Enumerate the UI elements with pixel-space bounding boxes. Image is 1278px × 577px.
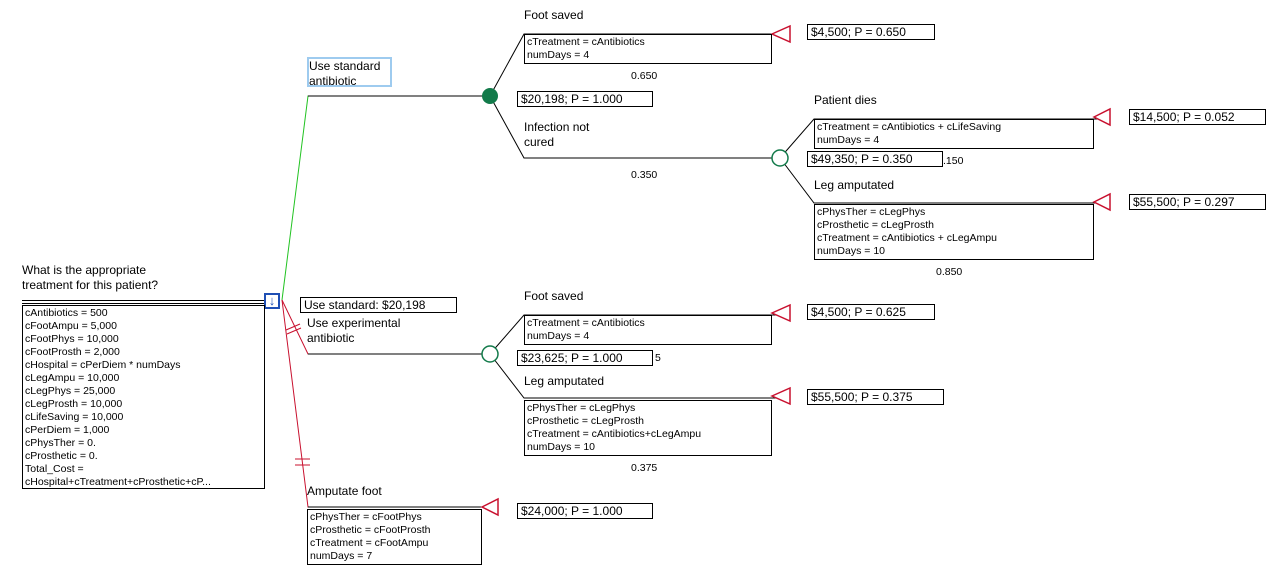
result-exp-foot-saved: $4,500; P = 0.625 [807, 304, 935, 320]
result-standard: $20,198; P = 1.000 [517, 91, 653, 107]
result-overlap-not-cured: .150 [943, 155, 964, 167]
branch-label-standard[interactable]: Use standard antibiotic [307, 57, 392, 88]
decision-node[interactable]: ↓ [264, 293, 280, 309]
prune-mark [285, 323, 301, 331]
result-experimental: $23,625; P = 1.000 [517, 350, 653, 366]
label-exp-leg-amputated[interactable]: Leg amputated [524, 374, 605, 388]
root-question: What is the appropriate treatment for th… [22, 263, 159, 292]
variable-row: cAntibiotics = 500 [25, 307, 108, 319]
defs-exp-leg-amputated: cPhysTher = cLegPhys cProsthetic = cLegP… [524, 400, 772, 456]
terminal-node-exp-foot-saved [770, 303, 791, 323]
defs-patient-dies: cTreatment = cAntibiotics + cLifeSaving … [814, 119, 1094, 149]
defs-amputate: cPhysTher = cFootPhys cProsthetic = cFoo… [307, 509, 482, 565]
variable-row: cLegPhys = 25,000 [25, 385, 116, 397]
variable-row: cLegProsth = 10,000 [25, 398, 123, 410]
chance-node-standard [482, 88, 498, 104]
variable-row: cFootProsth = 2,000 [25, 346, 120, 358]
prob-std-leg-amputated: 0.850 [936, 266, 963, 278]
result-patient-dies: $14,500; P = 0.052 [1129, 109, 1266, 125]
chance-node-experimental [481, 345, 499, 363]
terminal-node-exp-leg-amputated [770, 386, 791, 406]
defs-std-leg-amputated: cPhysTher = cLegPhys cProsthetic = cLegP… [814, 204, 1094, 260]
label-not-cured[interactable]: Infection not cured [524, 120, 590, 149]
down-arrow-icon: ↓ [268, 293, 276, 308]
result-overlap-experimental: 5 [655, 352, 661, 364]
prob-not-cured: 0.350 [631, 169, 658, 181]
variable-row: cLifeSaving = 10,000 [25, 411, 124, 423]
result-std-leg-amputated: $55,500; P = 0.297 [1129, 194, 1266, 210]
result-exp-leg-amputated: $55,500; P = 0.375 [807, 389, 944, 405]
prob-exp-leg-amputated: 0.375 [631, 462, 658, 474]
label-std-leg-amputated[interactable]: Leg amputated [814, 178, 895, 192]
branch-label-amputate[interactable]: Amputate foot [307, 484, 382, 498]
variable-row: cPerDiem = 1,000 [25, 424, 110, 436]
terminal-node-patient-dies [1092, 107, 1111, 127]
variable-row: cFootAmpu = 5,000 [25, 320, 117, 332]
variable-row: cProsthetic = 0. [25, 450, 98, 462]
variable-row: cPhysTher = 0. [25, 437, 96, 449]
label-exp-foot-saved[interactable]: Foot saved [524, 289, 584, 303]
branch-label-experimental[interactable]: Use experimental antibiotic [307, 316, 401, 345]
branch-standard-line [281, 95, 490, 301]
result-not-cured: $49,350; P = 0.350 [807, 151, 943, 167]
variable-row: cHospital+cTreatment+cProsthetic+cP... [25, 476, 211, 488]
variable-row: Total_Cost = [25, 463, 84, 475]
variable-row: cLegAmpu = 10,000 [25, 372, 120, 384]
defs-exp-foot-saved: cTreatment = cAntibiotics numDays = 4 [524, 315, 772, 345]
decision-result: Use standard: $20,198 [300, 297, 457, 313]
chance-node-not-cured [771, 149, 789, 167]
variable-row: cHospital = cPerDiem * numDays [25, 359, 181, 371]
defs-std-foot-saved: cTreatment = cAntibiotics numDays = 4 [524, 34, 772, 64]
terminal-node-std-leg-amputated [1092, 192, 1111, 212]
variable-row: cFootPhys = 10,000 [25, 333, 119, 345]
prob-std-foot-saved: 0.650 [631, 70, 658, 82]
result-amputate: $24,000; P = 1.000 [517, 503, 653, 519]
label-patient-dies[interactable]: Patient dies [814, 93, 877, 107]
terminal-node-amputate [480, 497, 499, 517]
terminal-node-std-foot-saved [770, 24, 791, 44]
label-std-foot-saved[interactable]: Foot saved [524, 8, 584, 22]
result-std-foot-saved: $4,500; P = 0.650 [807, 24, 935, 40]
